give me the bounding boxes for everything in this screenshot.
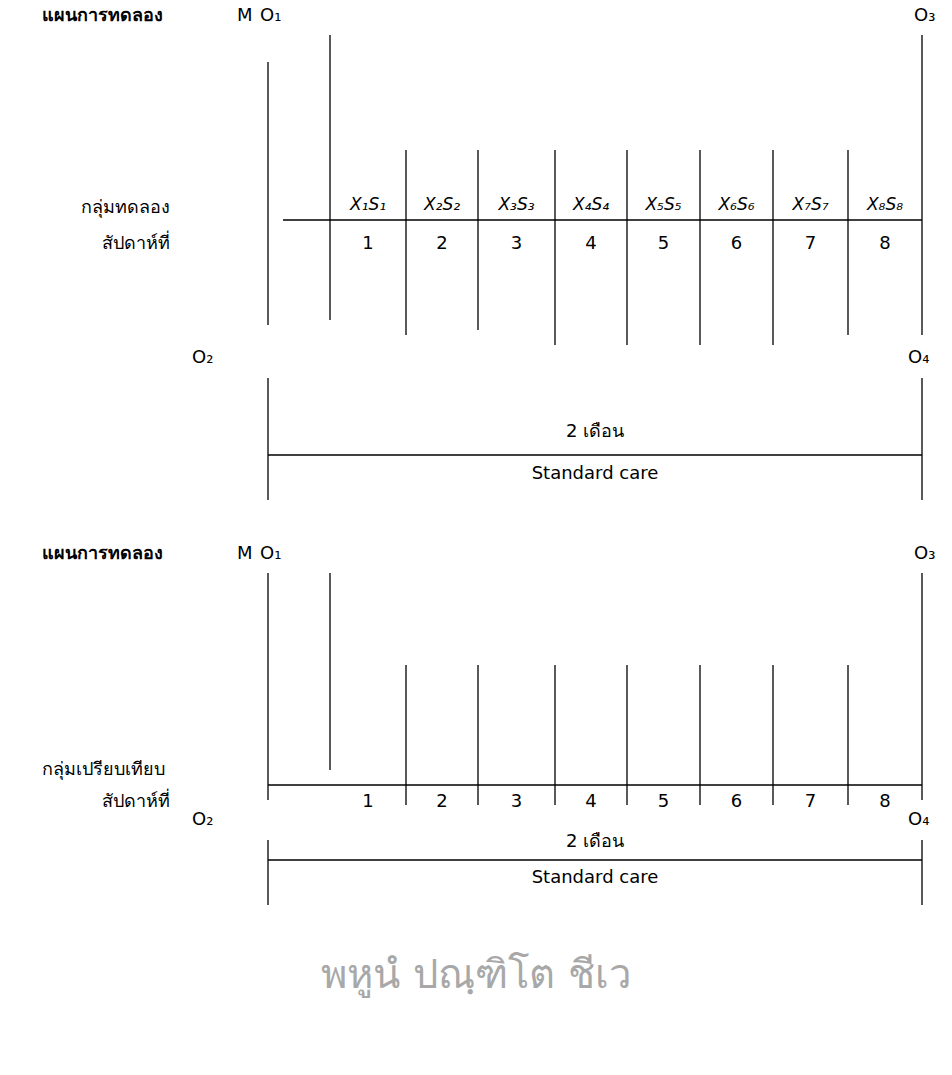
week-number: 7 bbox=[805, 790, 816, 812]
measure-label: M bbox=[237, 4, 253, 26]
duration-label: 2 เดือน bbox=[566, 830, 624, 852]
week-number: 2 bbox=[436, 790, 447, 812]
week-number: 8 bbox=[879, 790, 890, 812]
observation-label: O₁ bbox=[260, 542, 281, 564]
week-number: 3 bbox=[511, 232, 522, 254]
care-label: Standard care bbox=[532, 866, 659, 888]
observation-label: O₁ bbox=[260, 4, 281, 26]
week-number: 2 bbox=[436, 232, 447, 254]
rule-line bbox=[554, 665, 555, 805]
rule-line bbox=[921, 573, 922, 800]
rule-line bbox=[283, 219, 922, 220]
observation-label: O₂ bbox=[192, 808, 213, 830]
rule-line bbox=[699, 150, 700, 345]
rule-line bbox=[921, 35, 922, 335]
rule-line bbox=[405, 150, 406, 335]
treatment-cell: X₃S₃ bbox=[498, 194, 534, 215]
week-number: 8 bbox=[879, 232, 890, 254]
treatment-cell: X₅S₅ bbox=[645, 194, 681, 215]
plan-heading: แผนการทดลอง bbox=[42, 4, 163, 26]
treatment-cell: X₂S₂ bbox=[424, 194, 460, 215]
rule-line bbox=[267, 573, 268, 800]
rule-line bbox=[405, 665, 406, 805]
rule-line bbox=[267, 840, 268, 905]
treatment-cell: X₆S₆ bbox=[718, 194, 754, 215]
observation-label: O₄ bbox=[908, 808, 929, 830]
observation-label: O₄ bbox=[908, 346, 929, 368]
week-number: 5 bbox=[658, 790, 669, 812]
rule-line bbox=[554, 150, 555, 345]
rule-line bbox=[329, 573, 330, 770]
rule-line bbox=[921, 378, 922, 500]
care-label: Standard care bbox=[532, 462, 659, 484]
rule-line bbox=[329, 35, 330, 320]
watermark: พหูนํ ปณฺฑิโต ชีเว bbox=[321, 950, 630, 999]
treatment-cell: X₈S₈ bbox=[867, 194, 903, 215]
observation-label: O₂ bbox=[192, 346, 213, 368]
rule-line bbox=[699, 665, 700, 805]
rule-line bbox=[772, 665, 773, 805]
rule-line bbox=[268, 784, 922, 785]
group-label: กลุ่มเปรียบเทียบ bbox=[42, 758, 165, 780]
rule-line bbox=[626, 150, 627, 345]
week-number: 1 bbox=[362, 790, 373, 812]
rule-line bbox=[921, 840, 922, 905]
rule-line bbox=[477, 150, 478, 330]
week-label: สัปดาห์ที่ bbox=[102, 790, 170, 812]
week-number: 6 bbox=[731, 232, 742, 254]
week-number: 5 bbox=[658, 232, 669, 254]
measure-label: M bbox=[237, 542, 253, 564]
rule-line bbox=[268, 454, 922, 455]
rule-line bbox=[772, 150, 773, 345]
week-number: 6 bbox=[731, 790, 742, 812]
treatment-cell: X₁S₁ bbox=[350, 194, 386, 215]
rule-line bbox=[268, 859, 922, 860]
rule-line bbox=[847, 665, 848, 805]
week-number: 3 bbox=[511, 790, 522, 812]
week-number: 4 bbox=[585, 790, 596, 812]
observation-label: O₃ bbox=[914, 542, 935, 564]
week-label: สัปดาห์ที่ bbox=[102, 232, 170, 254]
week-number: 4 bbox=[585, 232, 596, 254]
duration-label: 2 เดือน bbox=[566, 420, 624, 442]
rule-line bbox=[477, 665, 478, 805]
treatment-cell: X₄S₄ bbox=[573, 194, 609, 215]
rule-line bbox=[626, 665, 627, 805]
group-label: กลุ่มทดลอง bbox=[81, 196, 170, 218]
plan-heading: แผนการทดลอง bbox=[42, 542, 163, 564]
treatment-cell: X₇S₇ bbox=[792, 194, 828, 215]
rule-line bbox=[847, 150, 848, 335]
observation-label: O₃ bbox=[914, 4, 935, 26]
week-number: 1 bbox=[362, 232, 373, 254]
rule-line bbox=[267, 62, 268, 325]
rule-line bbox=[267, 378, 268, 500]
week-number: 7 bbox=[805, 232, 816, 254]
